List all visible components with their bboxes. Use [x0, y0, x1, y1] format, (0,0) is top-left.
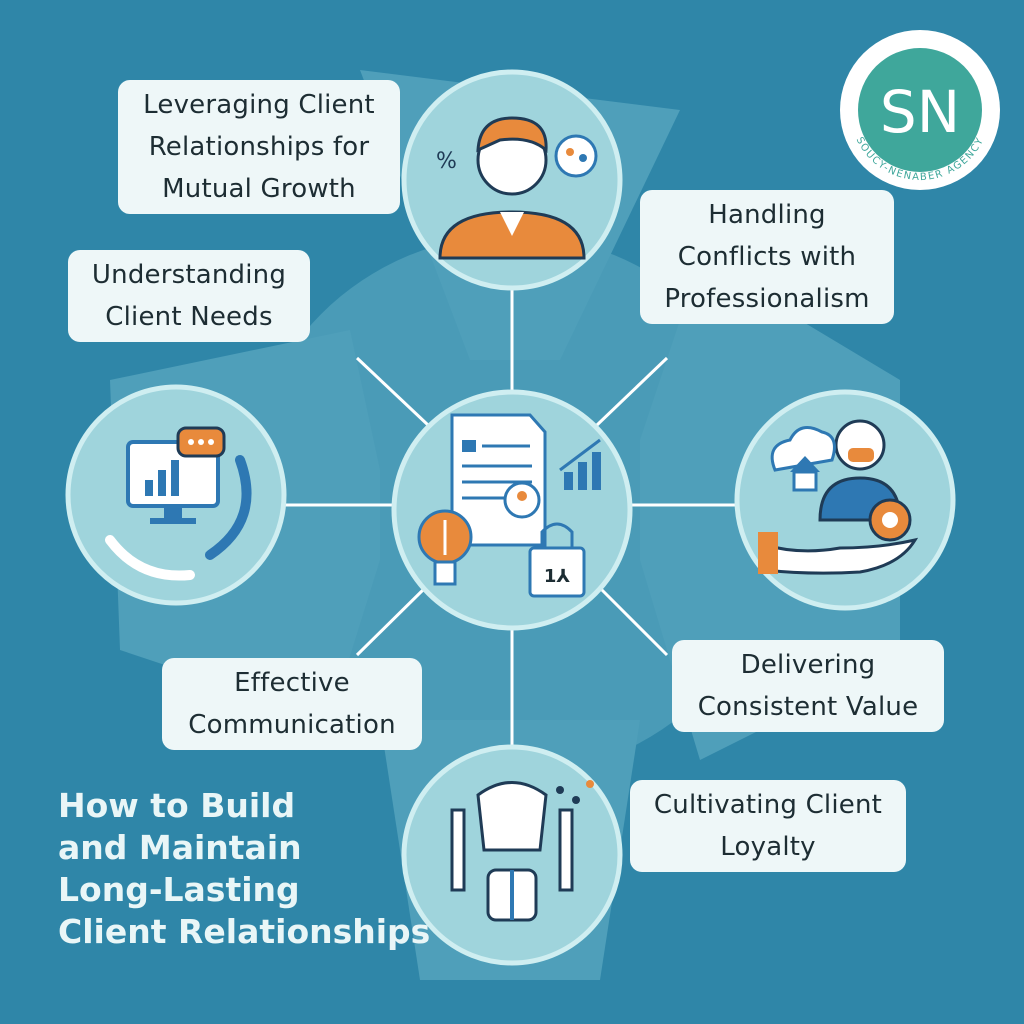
label-communication: Effective Communication	[162, 658, 422, 750]
helping-hands-icon	[105, 455, 252, 581]
bar-chart-icon	[559, 438, 601, 490]
agency-logo: SN SOUCY-NENABER AGENCY	[840, 30, 1000, 190]
person-icon	[438, 116, 586, 260]
node-client-loyalty	[401, 744, 623, 966]
sparkle-dots-icon	[556, 780, 594, 804]
label-mutual-growth: Leveraging Client Relationships for Mutu…	[118, 80, 400, 214]
chat-bubble-icon	[176, 426, 226, 458]
label-client-needs: Understanding Client Needs	[68, 250, 310, 342]
lock-icon: 1⅄	[528, 522, 586, 598]
connector-bottom-left	[355, 583, 430, 657]
node-client-needs	[65, 384, 287, 606]
connector-top-left	[355, 356, 430, 427]
svg-text:%: %	[436, 149, 457, 174]
profile-badge-icon	[503, 481, 541, 519]
people-bubble-icon	[554, 134, 598, 178]
percent-icon: %	[436, 149, 457, 174]
center-node: 1⅄	[391, 389, 633, 631]
connectors	[280, 285, 740, 748]
connector-bottom-right	[595, 583, 669, 657]
monitor-chart-icon	[126, 440, 220, 524]
logo-initials: SN	[880, 78, 960, 146]
label-consistent-value: Delivering Consistent Value	[672, 640, 944, 732]
gear-icon	[868, 498, 912, 542]
calendar-tag-text: 1⅄	[544, 566, 571, 587]
loyalty-figure-icon	[450, 781, 574, 922]
house-cloud-icon	[770, 426, 836, 492]
label-client-loyalty: Cultivating Client Loyalty	[630, 780, 906, 872]
open-hand-icon	[758, 532, 919, 575]
label-conflicts: Handling Conflicts with Professionalism	[640, 190, 894, 324]
node-consistent-value	[734, 389, 956, 611]
node-mutual-growth: %	[401, 69, 623, 291]
connector-top-right	[595, 356, 669, 427]
lightbulb-icon	[417, 509, 473, 586]
infographic-title: How to Build and Maintain Long-Lasting C…	[58, 786, 431, 951]
